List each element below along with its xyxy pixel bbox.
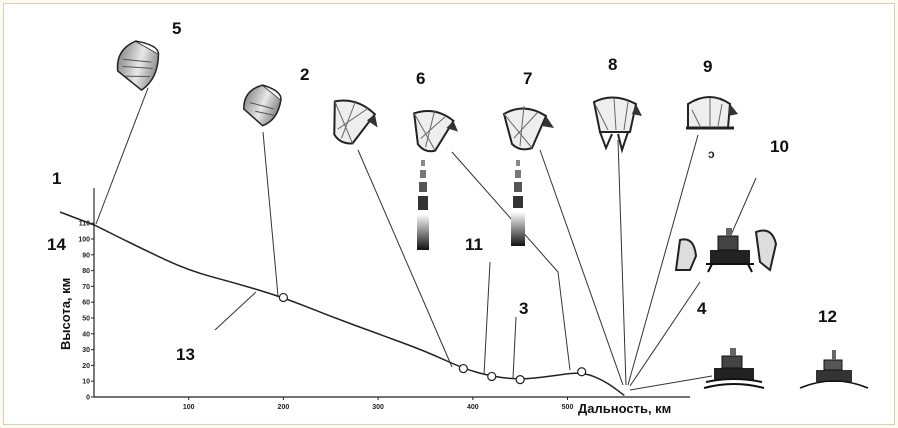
heat-shield-icon (674, 238, 698, 271)
trajectory-marker (487, 371, 497, 382)
x-axis-label: Дальность, км (578, 401, 671, 416)
y-tick-label: 80 (82, 268, 90, 275)
label-6: 6 (416, 69, 425, 88)
capsule-icon (243, 84, 282, 127)
heat-shield-icon (754, 229, 778, 272)
trajectory-marker (577, 367, 587, 377)
leader-lines (93, 87, 757, 391)
trajectory-marker (458, 363, 468, 374)
trajectory-extension (59, 211, 95, 226)
capsule-icon (333, 99, 378, 145)
leader-10b (629, 281, 701, 387)
y-tick-label: 10 (82, 379, 90, 386)
capsule-icon (502, 105, 554, 151)
x-tick-label: 100 (183, 404, 195, 411)
y-tick-label: 30 (82, 347, 90, 354)
y-tick-label: 50 (82, 316, 90, 323)
label-1: 1 (52, 169, 61, 188)
x-ticks: 100 200 300 400 500 (183, 397, 574, 411)
y-ticks: 0 10 20 30 40 50 60 70 80 90 100 110 (78, 221, 94, 402)
trajectory-marker (278, 292, 288, 303)
leader-6 (357, 149, 453, 368)
label-13: 13 (176, 345, 195, 364)
landed-vehicle-icon (706, 228, 754, 273)
label-2: 2 (300, 65, 309, 84)
y-tick-label: 70 (82, 284, 90, 291)
label-3: 3 (519, 299, 528, 318)
y-tick-label: 20 (82, 363, 90, 370)
label-10: 10 (770, 137, 789, 156)
leader-2 (262, 131, 279, 297)
x-tick-label: 200 (278, 404, 290, 411)
trajectory-markers (278, 292, 587, 385)
y-tick-label: 110 (79, 221, 90, 228)
x-tick-label: 400 (467, 404, 479, 411)
capsule-icon (413, 110, 459, 153)
leader-7b (539, 149, 624, 386)
label-4: 4 (697, 299, 707, 318)
label-14: 14 (47, 235, 66, 254)
y-axis-label: Высота, км (58, 278, 73, 350)
landed-vehicle-icon (703, 348, 765, 389)
label-9: 9 (703, 57, 712, 76)
x-tick-label: 500 (562, 404, 574, 411)
label-8: 8 (608, 55, 617, 74)
flame-plume-icon (511, 160, 525, 246)
label-12: 12 (818, 307, 837, 326)
y-tick-label: 40 (82, 331, 90, 338)
capsule-icon (592, 96, 642, 154)
capsule-icon (116, 40, 160, 92)
trajectory-marker (515, 375, 525, 385)
leader-8 (617, 139, 627, 386)
capsule-icon: ɔ (686, 96, 738, 161)
label-7: 7 (523, 69, 532, 88)
svg-text:ɔ: ɔ (708, 147, 715, 161)
leader-11 (483, 261, 491, 376)
leader-5 (95, 87, 149, 225)
landed-vehicle-icon (799, 350, 869, 389)
leader-4 (629, 375, 713, 391)
label-5: 5 (172, 19, 181, 38)
trajectory-line (93, 224, 625, 397)
axes: 0 10 20 30 40 50 60 70 80 90 100 110 100 200 300 400 50… (58, 188, 690, 416)
leader-7 (451, 151, 571, 371)
leader-13 (214, 291, 257, 331)
y-tick-label: 100 (78, 237, 90, 244)
leader-3 (512, 316, 517, 379)
y-tick-label: 90 (82, 252, 90, 259)
label-11: 11 (465, 235, 483, 254)
x-tick-label: 300 (372, 404, 384, 411)
leader-9 (627, 134, 699, 386)
y-tick-label: 0 (86, 395, 90, 402)
y-tick-label: 60 (82, 300, 90, 307)
flame-plume-icon (417, 160, 429, 250)
